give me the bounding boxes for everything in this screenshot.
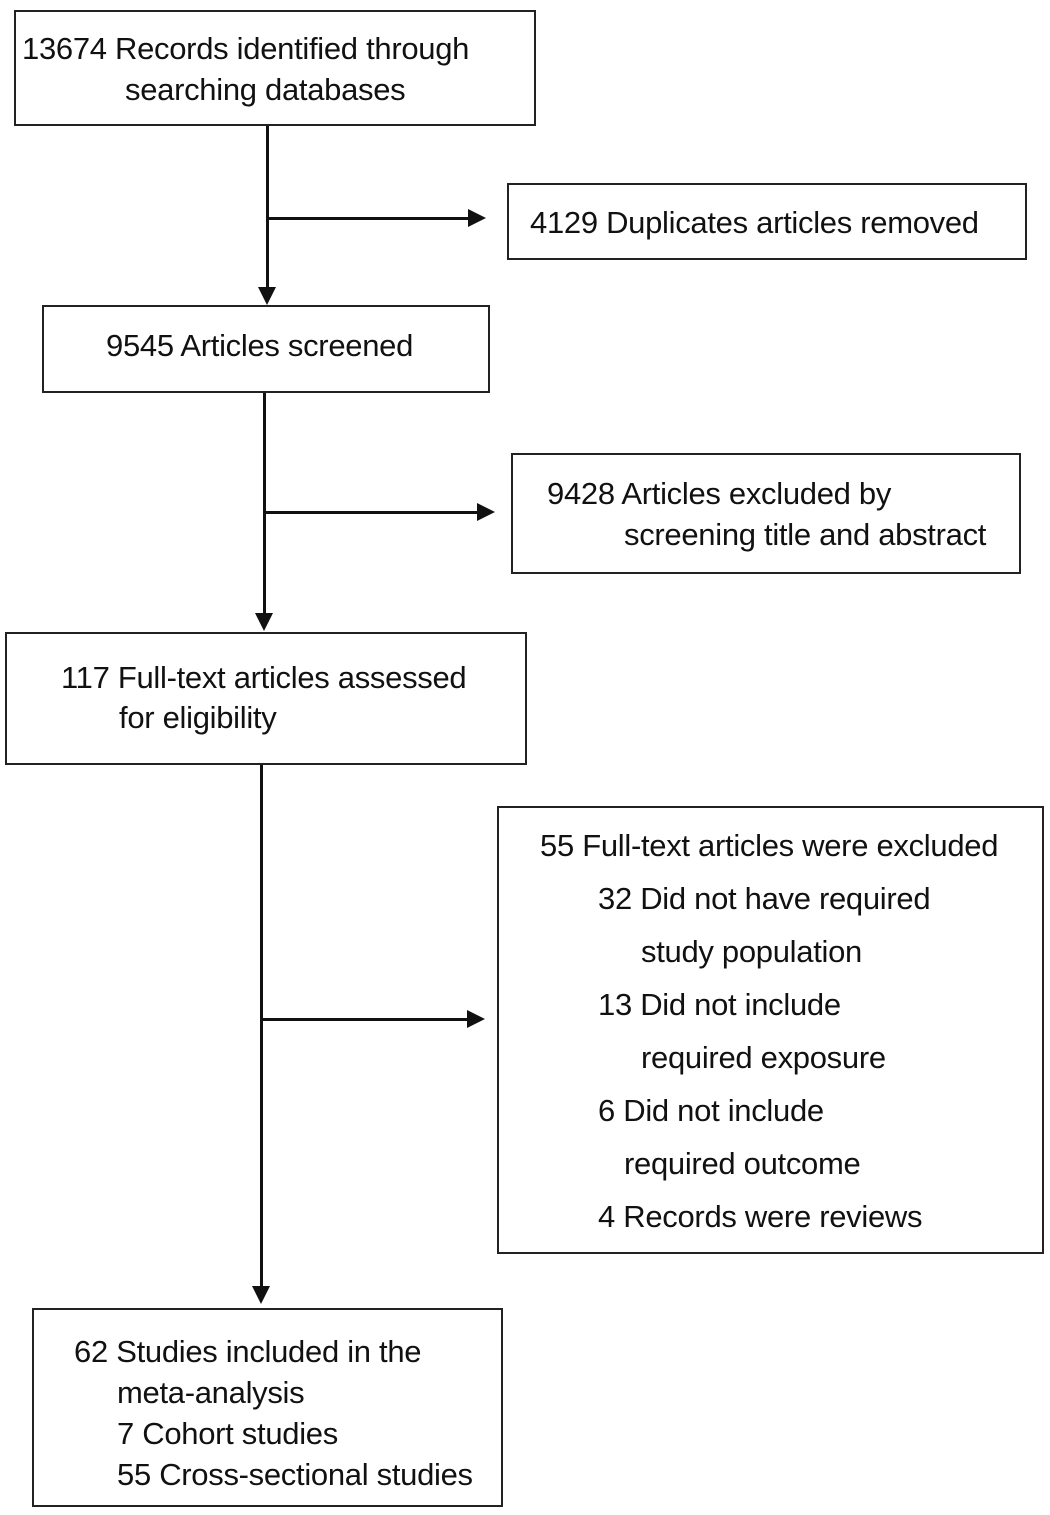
- connector-identified-to-screened: [266, 126, 269, 289]
- connector-screened-to-fulltext: [263, 393, 266, 615]
- box-duplicates-removed: [507, 183, 1027, 260]
- arrowhead-to-excluded-title-abstract: [477, 503, 495, 521]
- excluded-title-abstract-line2: screening title and abstract: [624, 517, 987, 552]
- exclusion-reason-1-line2: study population: [641, 934, 862, 969]
- articles-screened-text: 9545 Articles screened: [106, 328, 414, 363]
- fulltext-assessed-line1: 117 Full-text articles assessed: [61, 660, 467, 695]
- connector-to-fulltext-excluded: [263, 1018, 468, 1021]
- box-fulltext-assessed: [5, 632, 527, 765]
- studies-included-line3: 7 Cohort studies: [117, 1416, 338, 1451]
- exclusion-reason-1-line1: 32 Did not have required: [598, 881, 931, 916]
- exclusion-reason-4-line1: 4 Records were reviews: [598, 1199, 923, 1234]
- studies-included-line2: meta-analysis: [117, 1375, 305, 1410]
- arrowhead-to-duplicates: [468, 209, 486, 227]
- duplicates-removed-text: 4129 Duplicates articles removed: [530, 205, 979, 240]
- box-excluded-title-abstract: [511, 453, 1021, 574]
- exclusion-reason-3-line2: required outcome: [624, 1146, 861, 1181]
- studies-included-line1: 62 Studies included in the: [74, 1334, 422, 1369]
- exclusion-reason-2-line1: 13 Did not include: [598, 987, 841, 1022]
- fulltext-assessed-line2: for eligibility: [119, 700, 277, 735]
- arrowhead-to-fulltext: [255, 613, 273, 631]
- box-studies-included: [32, 1308, 503, 1507]
- exclusion-reason-2-line2: required exposure: [641, 1040, 886, 1075]
- records-identified-line2: searching databases: [125, 72, 406, 107]
- studies-included-line4: 55 Cross-sectional studies: [117, 1457, 473, 1492]
- arrowhead-to-screened: [258, 287, 276, 305]
- records-identified-line1: 13674 Records identified through: [22, 31, 470, 66]
- connector-fulltext-to-included: [260, 765, 263, 1288]
- box-fulltext-excluded: [497, 806, 1044, 1254]
- connector-to-duplicates: [269, 217, 469, 220]
- connector-to-excluded-title-abstract: [266, 511, 478, 514]
- excluded-title-abstract-line1: 9428 Articles excluded by: [547, 476, 892, 511]
- exclusion-reason-3-line1: 6 Did not include: [598, 1093, 824, 1128]
- box-articles-screened: [42, 305, 490, 393]
- arrowhead-to-included: [252, 1286, 270, 1304]
- box-records-identified: [14, 10, 536, 126]
- fulltext-excluded-heading: 55 Full-text articles were excluded: [540, 828, 999, 863]
- arrowhead-to-fulltext-excluded: [467, 1010, 485, 1028]
